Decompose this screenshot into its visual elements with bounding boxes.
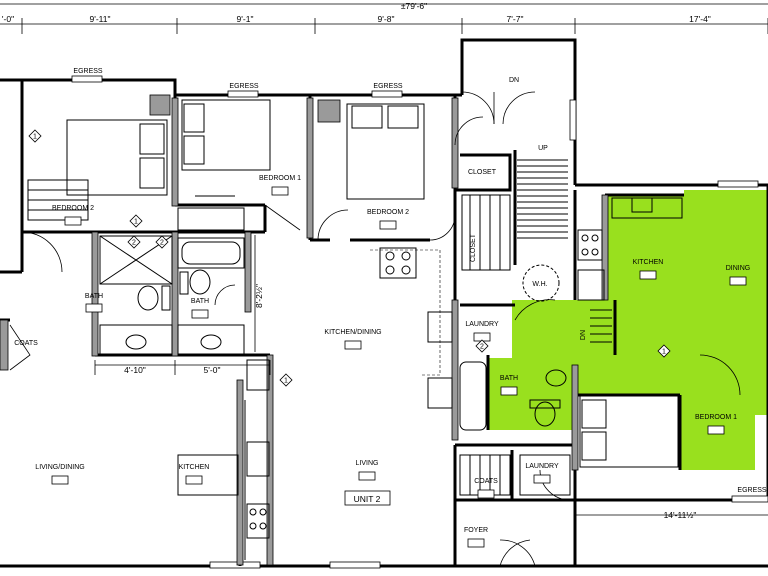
marker-one: 1: [657, 344, 671, 358]
svg-text:2: 2: [480, 344, 484, 351]
room-kitchen-right: KITCHEN: [633, 259, 664, 266]
room-bath-center: BATH: [191, 298, 209, 305]
room-tag: [344, 340, 362, 350]
room-tag: [379, 220, 397, 230]
room-tag: [191, 309, 209, 319]
room-tag: [477, 489, 495, 499]
room-tag: [271, 186, 289, 196]
room-tag: [185, 475, 203, 485]
room-tag: [639, 270, 657, 280]
stair-dn-label-2: DN: [580, 330, 587, 340]
room-bath-left: BATH: [85, 293, 103, 300]
room-tag: [707, 425, 725, 435]
center-kitchen: [244, 247, 453, 560]
egress-label-4: EGRESS: [737, 487, 767, 494]
egress-windows: [71, 75, 768, 569]
svg-text:1: 1: [33, 134, 37, 141]
unit-label-box: [344, 490, 391, 506]
room-living-dining: LIVING/DINING: [35, 464, 84, 471]
svg-text:2: 2: [160, 240, 164, 247]
svg-text:1: 1: [284, 378, 288, 385]
marker-one: 1: [28, 129, 42, 143]
room-tag: [500, 386, 518, 396]
stairs: [517, 159, 612, 343]
room-laundry-1: LAUNDRY: [465, 321, 499, 328]
unit-label: UNIT 2: [354, 494, 381, 504]
room-bedroom-1-left: BEDROOM 1: [259, 175, 301, 182]
marker-two: 2: [475, 339, 489, 353]
dim-top-5: 17'-4": [689, 14, 711, 24]
dim-vertical: 8'-2½": [254, 284, 264, 308]
room-tag: [533, 474, 551, 484]
room-bedroom-1-right: BEDROOM 1: [695, 414, 737, 421]
doors: [9, 91, 741, 567]
svg-text:1: 1: [662, 349, 666, 356]
svg-text:1: 1: [134, 219, 138, 226]
room-kitchen-left: KITCHEN: [179, 464, 210, 471]
room-tag: [467, 538, 485, 548]
room-bedroom-2-center: BEDROOM 2: [367, 209, 409, 216]
room-tag: [51, 475, 69, 485]
bed-right: [579, 394, 679, 468]
marker-two: 2: [155, 235, 169, 249]
room-kitchen-dining: KITCHEN/DINING: [324, 329, 381, 336]
egress-label-2: EGRESS: [229, 83, 259, 90]
egress-label-3: EGRESS: [373, 83, 403, 90]
dim-top-2: 9'-1": [237, 14, 254, 24]
room-tag: [358, 471, 376, 481]
lower-dimensions: [94, 235, 768, 516]
room-bedroom-2-left: BEDROOM 2: [52, 205, 94, 212]
dim-top-0: '-0": [2, 14, 14, 24]
stair-dn-label: DN: [509, 77, 519, 84]
room-coats-left: COATS: [14, 340, 38, 347]
top-dimension-line: [0, 3, 768, 34]
marker-one: 1: [279, 373, 293, 387]
marker-one: 1: [129, 214, 143, 228]
markers: 1 1 1 1 2 2 2: [28, 129, 671, 387]
room-tag: [64, 216, 82, 226]
water-heater-label: W.H.: [532, 281, 547, 288]
egress-label-1: EGRESS: [73, 68, 103, 75]
room-tag: [85, 303, 103, 313]
marker-two: 2: [127, 235, 141, 249]
overall-dimension: ±79'-6": [401, 1, 427, 11]
room-bath-right: BATH: [500, 375, 518, 382]
room-tags: [51, 186, 747, 548]
room-closet-1: CLOSET: [468, 169, 497, 176]
room-living: LIVING: [356, 460, 379, 467]
room-closet-2: CLOSET: [470, 233, 477, 262]
bed-center-left: [181, 99, 271, 171]
svg-text:2: 2: [132, 240, 136, 247]
dim-top-1: 9'-11": [89, 14, 110, 24]
room-tag: [729, 276, 747, 286]
dim-top-4: 7'-7": [507, 14, 524, 24]
room-laundry-2: LAUNDRY: [525, 463, 559, 470]
bed-left: [66, 94, 171, 196]
dim-bath-1: 4'-10": [124, 365, 146, 375]
dim-top-3: 9'-8": [378, 14, 395, 24]
room-foyer: FOYER: [464, 527, 488, 534]
room-dining: DINING: [726, 265, 751, 272]
stair-up-label: UP: [538, 145, 548, 152]
left-baths: [99, 195, 245, 356]
dim-bottom-right: 14'-11½": [664, 510, 697, 520]
wall-fills: [0, 97, 609, 566]
bed-center: [317, 99, 425, 200]
room-coats-right: COATS: [474, 478, 498, 485]
dim-bath-2: 5'-0": [204, 365, 221, 375]
right-fixtures: [27, 179, 683, 496]
